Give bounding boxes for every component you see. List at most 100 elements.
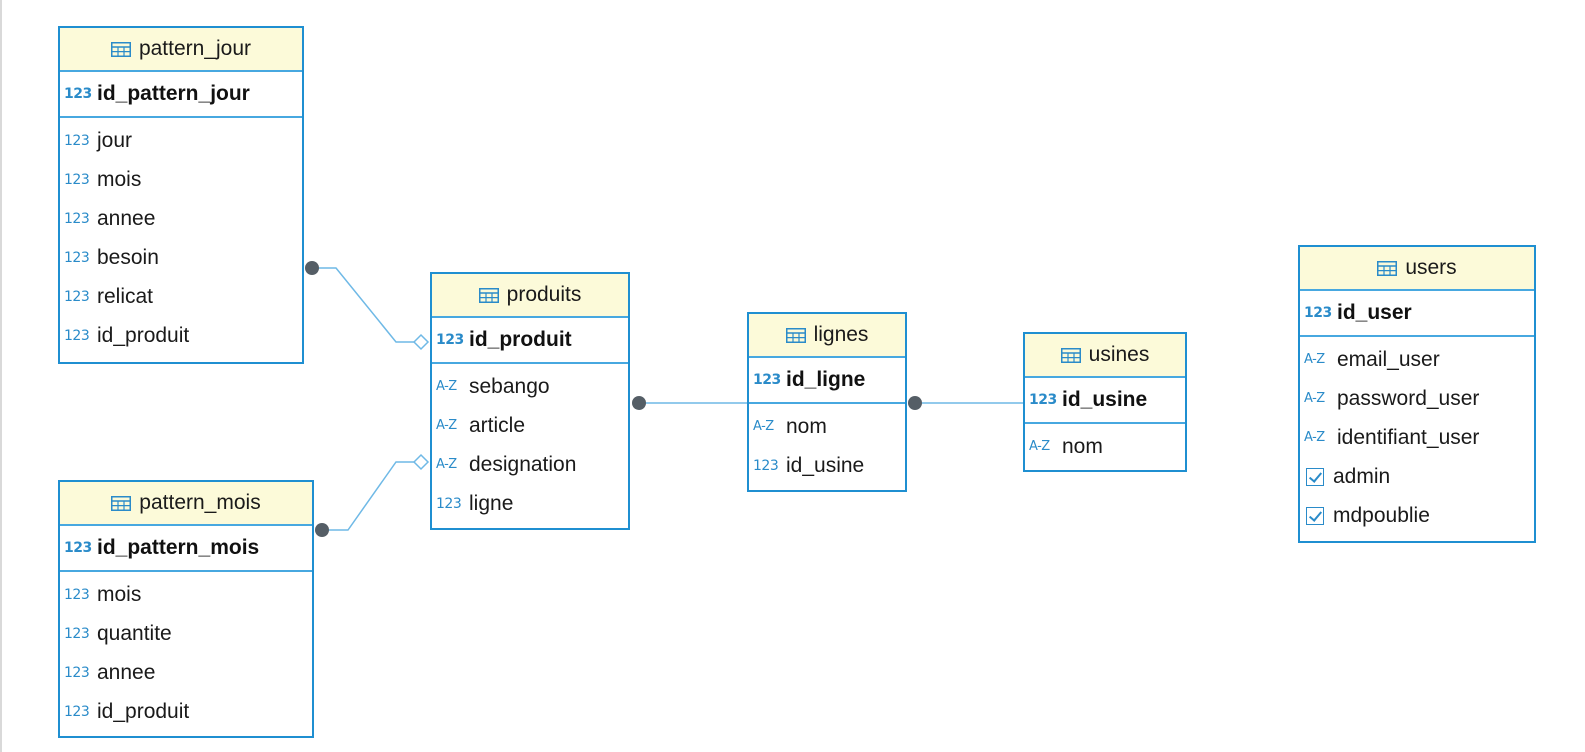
- entity-title: pattern_mois: [139, 491, 261, 514]
- numeric-type-icon: 123: [1304, 305, 1332, 321]
- column-row[interactable]: 123 annee: [60, 653, 312, 692]
- column-name: ligne: [469, 491, 514, 515]
- column-name: id_produit: [97, 323, 190, 347]
- entity-title: lignes: [813, 323, 869, 346]
- column-row[interactable]: A-Z nom: [749, 407, 905, 446]
- column-name: id_produit: [97, 699, 190, 723]
- column-name: password_user: [1337, 386, 1480, 410]
- column-row[interactable]: 123 mois: [60, 160, 302, 199]
- column-row[interactable]: A-Z sebango: [432, 367, 628, 406]
- table-icon: [1377, 260, 1398, 276]
- relation-pattern-mois-produits: [320, 461, 414, 531]
- text-type-icon: A-Z: [1304, 352, 1325, 367]
- primary-key-column[interactable]: 123 id_user: [1300, 291, 1534, 337]
- relation-pattern-jour-produits: [309, 267, 414, 343]
- text-type-icon: A-Z: [1304, 391, 1325, 406]
- entity-header[interactable]: produits: [432, 274, 628, 318]
- entity-header[interactable]: usines: [1025, 334, 1185, 378]
- column-name: annee: [97, 206, 156, 230]
- entity-header[interactable]: pattern_jour: [60, 28, 302, 72]
- numeric-type-icon: 123: [64, 327, 90, 344]
- primary-key-column[interactable]: 123 id_ligne: [749, 358, 905, 404]
- column-row[interactable]: 123 besoin: [60, 238, 302, 277]
- table-icon: [478, 287, 499, 303]
- primary-key-column[interactable]: 123 id_pattern_mois: [60, 526, 312, 572]
- column-name: id_ligne: [786, 368, 866, 391]
- column-name: nom: [1062, 434, 1103, 458]
- numeric-type-icon: 123: [64, 625, 90, 642]
- entity-title: usines: [1088, 343, 1150, 366]
- column-name: id_usine: [1062, 388, 1148, 411]
- column-name: identifiant_user: [1337, 425, 1480, 449]
- column-name: besoin: [97, 245, 159, 269]
- numeric-type-icon: 123: [64, 210, 90, 227]
- column-row[interactable]: 123 mois: [60, 575, 312, 614]
- entity-header[interactable]: lignes: [749, 314, 905, 358]
- column-name: id_usine: [786, 453, 865, 477]
- column-row[interactable]: mdpoublie: [1300, 496, 1534, 535]
- column-name: nom: [786, 414, 827, 438]
- numeric-type-icon: 123: [64, 586, 90, 603]
- column-name: id_produit: [469, 328, 572, 351]
- column-name: annee: [97, 660, 156, 684]
- entity-header[interactable]: users: [1300, 247, 1534, 291]
- numeric-type-icon: 123: [753, 372, 781, 388]
- relation-end-dot-icon: [315, 523, 329, 537]
- numeric-type-icon: 123: [64, 132, 90, 149]
- relation-end-dot-icon: [908, 396, 922, 410]
- text-type-icon: A-Z: [753, 419, 774, 434]
- column-name: admin: [1333, 464, 1391, 488]
- column-name: relicat: [97, 284, 154, 308]
- column-row[interactable]: 123 id_produit: [60, 316, 302, 355]
- column-row[interactable]: A-Z email_user: [1300, 340, 1534, 379]
- column-name: mois: [97, 167, 142, 191]
- text-type-icon: A-Z: [436, 379, 457, 394]
- column-row[interactable]: 123 annee: [60, 199, 302, 238]
- numeric-type-icon: 123: [64, 664, 90, 681]
- numeric-type-icon: 123: [64, 540, 92, 556]
- column-name: mois: [97, 582, 142, 606]
- numeric-type-icon: 123: [64, 249, 90, 266]
- numeric-type-icon: 123: [64, 86, 92, 102]
- column-name: email_user: [1337, 347, 1440, 371]
- column-name: sebango: [469, 374, 550, 398]
- checkbox-type-icon: [1306, 506, 1324, 525]
- column-row[interactable]: A-Z password_user: [1300, 379, 1534, 418]
- column-row[interactable]: admin: [1300, 457, 1534, 496]
- entity-header[interactable]: pattern_mois: [60, 482, 312, 526]
- column-name: id_pattern_mois: [97, 536, 260, 559]
- entity-title: users: [1405, 256, 1457, 279]
- column-name: mdpoublie: [1333, 503, 1430, 527]
- table-icon: [785, 327, 806, 343]
- column-name: id_user: [1337, 301, 1412, 324]
- entity-title: produits: [506, 283, 582, 306]
- numeric-type-icon: 123: [64, 171, 90, 188]
- table-icon: [111, 495, 132, 511]
